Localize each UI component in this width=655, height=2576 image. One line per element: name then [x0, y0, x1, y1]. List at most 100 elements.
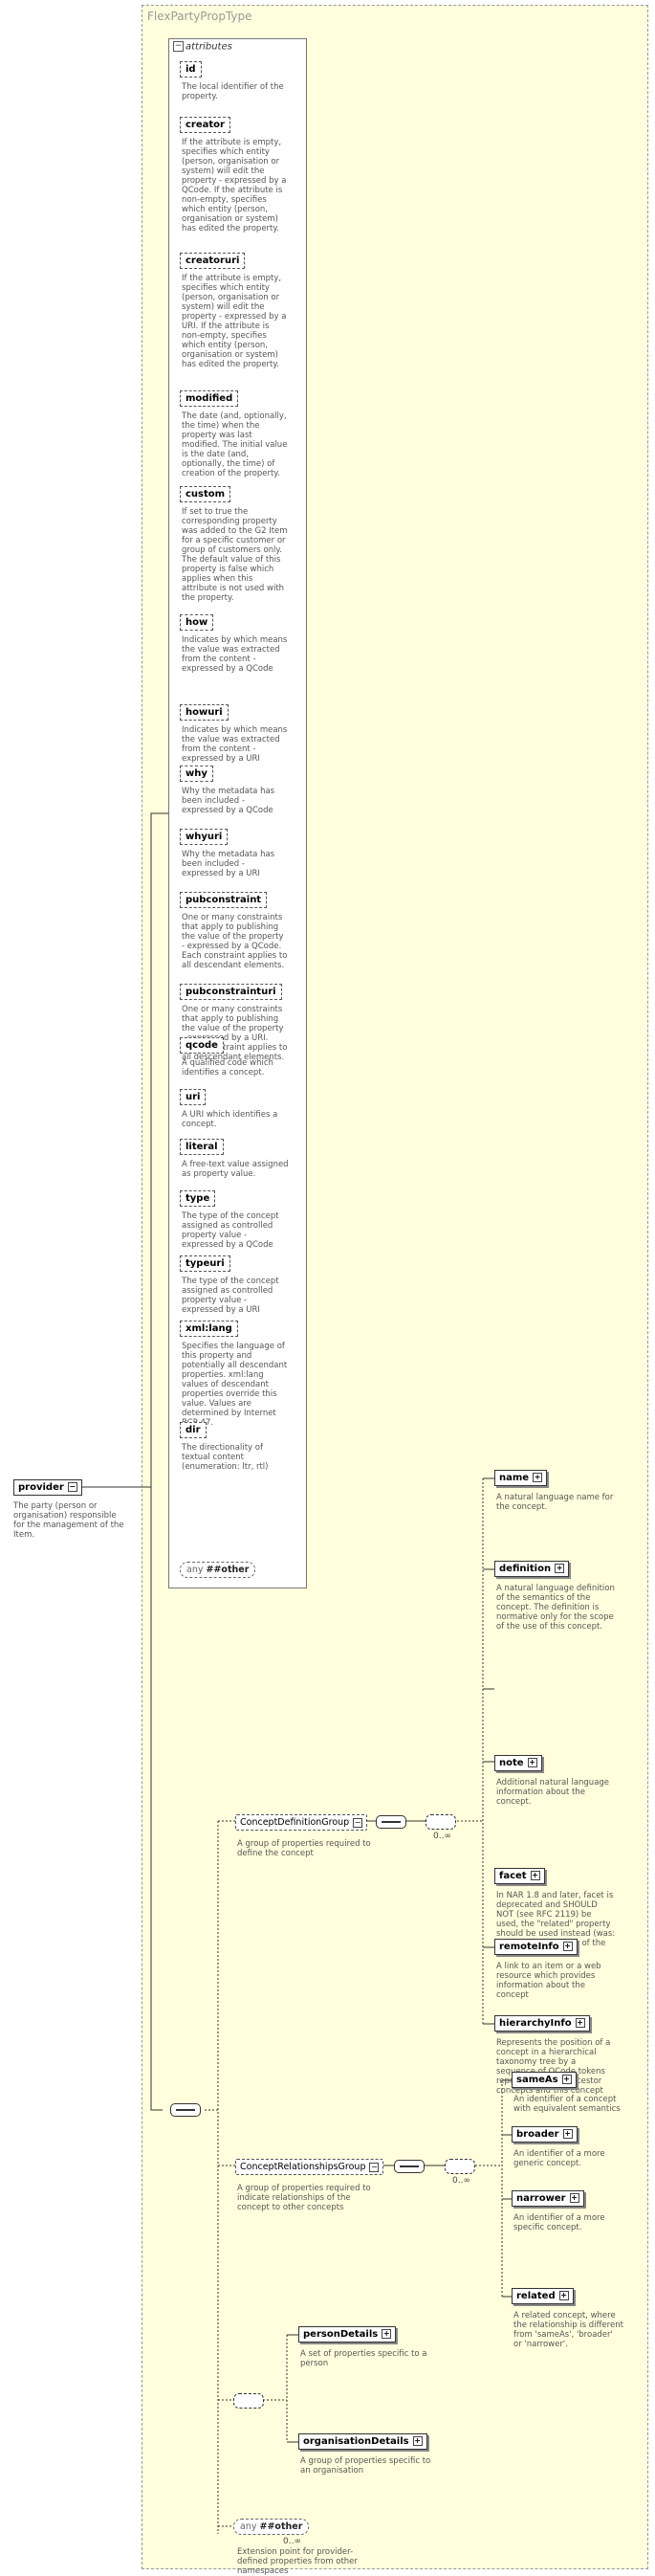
attributes-header-label: attributes — [186, 41, 232, 53]
choice-compositor-icon — [426, 1814, 456, 1830]
attribute-description: A URI which identifies a concept. — [182, 1110, 278, 1129]
element-organisationdetails[interactable]: organisationDetails+ — [298, 2433, 427, 2450]
attribute-creatoruri[interactable]: creatoruri — [180, 253, 246, 269]
attribute-description: The local identifier of the property. — [182, 82, 284, 101]
type-title: FlexPartyPropType — [147, 10, 252, 23]
sequence-compositor-icon — [394, 2160, 425, 2173]
attribute-modified[interactable]: modified — [180, 390, 239, 407]
element-label: remoteInfo — [499, 1942, 559, 1952]
expand-icon[interactable]: + — [555, 1564, 565, 1573]
collapse-icon[interactable]: − — [67, 1482, 77, 1492]
expand-icon[interactable]: + — [561, 2075, 572, 2084]
attributes-any-other: any ##other — [180, 1562, 256, 1578]
attribute-description: Why the metadata has been included - exp… — [182, 850, 275, 878]
attribute-typeuri[interactable]: typeuri — [180, 1255, 230, 1272]
expand-icon[interactable]: + — [575, 2018, 585, 2028]
expand-icon[interactable]: + — [412, 2436, 423, 2446]
element-narrower[interactable]: narrower+ — [512, 2190, 584, 2207]
expand-icon[interactable]: + — [562, 2129, 573, 2139]
attribute-howuri[interactable]: howuri — [180, 704, 229, 721]
element-description: A natural language definition of the sem… — [496, 1584, 615, 1632]
element-note[interactable]: note+ — [494, 1755, 542, 1771]
expand-icon[interactable]: + — [558, 2291, 569, 2300]
collapse-icon[interactable]: − — [369, 2162, 380, 2172]
concept-relationships-group[interactable]: ConceptRelationshipsGroup− — [235, 2159, 384, 2175]
element-hierarchyinfo[interactable]: hierarchyInfo+ — [494, 2015, 590, 2032]
attribute-literal[interactable]: literal — [180, 1139, 224, 1155]
element-label: related — [516, 2291, 556, 2301]
element-facet[interactable]: facet+ — [494, 1868, 545, 1884]
attribute-description: The type of the concept assigned as cont… — [182, 1277, 279, 1315]
element-label: organisationDetails — [303, 2436, 409, 2447]
attribute-dir[interactable]: dir — [180, 1422, 207, 1438]
element-label: facet — [499, 1871, 527, 1881]
element-related[interactable]: related+ — [512, 2288, 574, 2304]
group-label: ConceptDefinitionGroup — [240, 1817, 350, 1828]
attributes-header: −attributes — [173, 41, 232, 53]
cardinality-label: 0..∞ — [452, 2176, 470, 2186]
element-label: personDetails — [303, 2329, 379, 2340]
element-sameas[interactable]: sameAs+ — [512, 2072, 577, 2088]
attribute-description: The type of the concept assigned as cont… — [182, 1211, 279, 1250]
any-prefix: any — [240, 2521, 257, 2532]
choice-compositor-icon — [445, 2159, 475, 2174]
attribute-type[interactable]: type — [180, 1190, 216, 1207]
element-label: broader — [516, 2129, 559, 2140]
element-description: An identifier of a more generic concept. — [513, 2149, 605, 2168]
attribute-custom[interactable]: custom — [180, 486, 231, 502]
element-persondetails[interactable]: personDetails+ — [298, 2326, 397, 2343]
any-namespace: ##other — [206, 1565, 250, 1575]
attribute-creator[interactable]: creator — [180, 117, 230, 133]
provider-label: provider — [18, 1482, 64, 1493]
attribute-description: A free-text value assigned as property v… — [182, 1160, 289, 1179]
attribute-why[interactable]: why — [180, 766, 213, 782]
attribute-xml-lang[interactable]: xml:lang — [180, 1321, 238, 1337]
attribute-id[interactable]: id — [180, 61, 202, 78]
collapse-icon[interactable]: − — [173, 41, 184, 52]
any-namespace: ##other — [259, 2521, 303, 2532]
expand-icon[interactable]: + — [569, 2193, 579, 2203]
extension-any-other: any ##other — [233, 2519, 310, 2535]
extension-description: Extension point for provider-defined pro… — [237, 2547, 358, 2576]
element-description: An identifier of a more specific concept… — [513, 2213, 605, 2232]
element-label: hierarchyInfo — [499, 2018, 572, 2029]
provider-element[interactable]: provider− — [13, 1479, 82, 1496]
attribute-description: A qualified code which identifies a conc… — [182, 1058, 273, 1077]
attribute-description: Why the metadata has been included - exp… — [182, 787, 275, 815]
expand-icon[interactable]: + — [382, 2329, 392, 2339]
attribute-pubconstraint[interactable]: pubconstraint — [180, 892, 268, 908]
sequence-compositor-icon — [170, 2103, 201, 2117]
element-broader[interactable]: broader+ — [512, 2126, 578, 2143]
attribute-description: If the attribute is empty, specifies whi… — [182, 274, 287, 369]
element-remoteinfo[interactable]: remoteInfo+ — [494, 1939, 578, 1955]
attribute-description: Indicates by which means the value was e… — [182, 635, 288, 674]
attribute-how[interactable]: how — [180, 614, 214, 631]
element-label: name — [499, 1473, 530, 1483]
any-prefix: any — [186, 1565, 204, 1575]
expand-icon[interactable]: + — [562, 1942, 573, 1951]
element-description: Additional natural language information … — [496, 1778, 610, 1807]
concept-definition-description: A group of properties required to define… — [237, 1839, 371, 1858]
attribute-whyuri[interactable]: whyuri — [180, 829, 229, 845]
attribute-description: The date (and, optionally, the time) whe… — [182, 411, 288, 478]
expand-icon[interactable]: + — [530, 1871, 540, 1880]
attribute-uri[interactable]: uri — [180, 1089, 207, 1105]
element-label: definition — [499, 1564, 552, 1574]
attribute-description: If set to true the corresponding propert… — [182, 507, 288, 603]
element-name[interactable]: name+ — [494, 1470, 548, 1486]
element-description: A link to an item or a web resource whic… — [496, 1962, 601, 2000]
cardinality-label: 0..∞ — [433, 1832, 451, 1841]
choice-compositor-icon — [233, 2393, 264, 2409]
attribute-qcode[interactable]: qcode — [180, 1037, 224, 1054]
provider-description: The party (person or organisation) respo… — [13, 1501, 124, 1540]
element-description: A natural language name for the concept. — [496, 1493, 614, 1512]
expand-icon[interactable]: + — [533, 1473, 543, 1482]
collapse-icon[interactable]: − — [353, 1817, 363, 1828]
concept-definition-group[interactable]: ConceptDefinitionGroup− — [235, 1814, 368, 1831]
element-description: An identifier of a concept with equivale… — [513, 2095, 621, 2114]
expand-icon[interactable]: + — [527, 1758, 537, 1767]
group-label: ConceptRelationshipsGroup — [240, 2162, 366, 2172]
attribute-pubconstrainturi[interactable]: pubconstrainturi — [180, 984, 282, 1000]
attribute-description: One or many constraints that apply to pu… — [182, 913, 288, 970]
element-definition[interactable]: definition+ — [494, 1561, 570, 1577]
